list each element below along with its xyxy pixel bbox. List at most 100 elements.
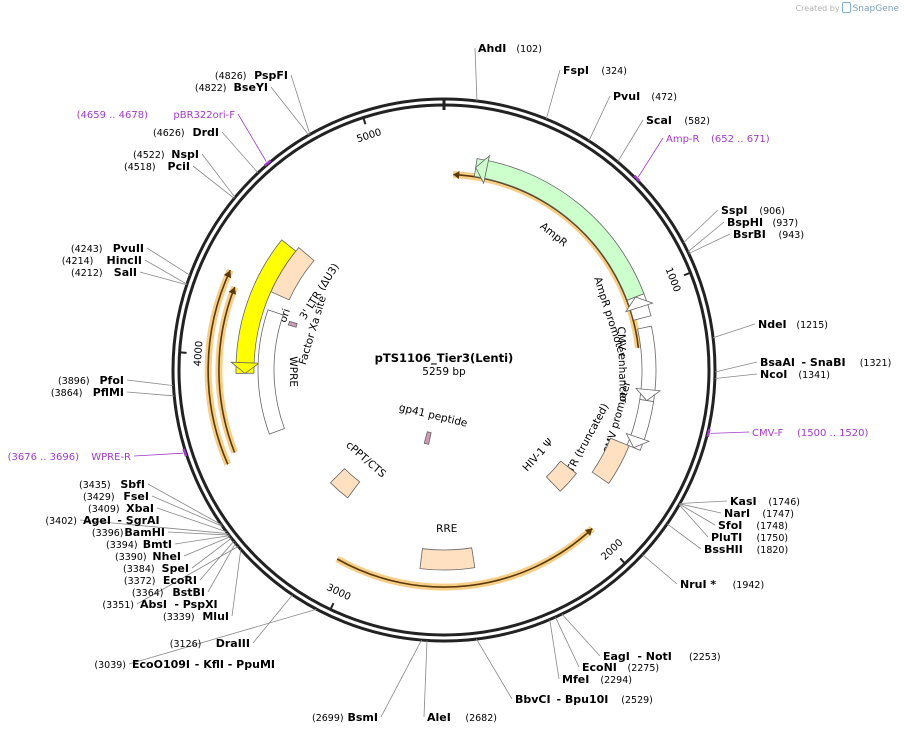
- enzyme-name: BmtI: [143, 538, 172, 551]
- primer-group: Amp-R(652 .. 671)CMV-F(1500 .. 1520)WPRE…: [8, 110, 869, 463]
- enzyme-name: EcoO109I: [132, 658, 190, 671]
- enzyme-position: (937): [773, 218, 799, 229]
- enzyme-position: (1820): [757, 545, 789, 556]
- tick-label: 1000: [663, 266, 683, 294]
- orf-arrowhead: [228, 287, 237, 295]
- orf-arrowhead: [584, 528, 593, 536]
- feature-ltr5: [591, 437, 630, 485]
- feature-label: RRE: [436, 523, 457, 535]
- enzyme-leader: [617, 119, 644, 163]
- enzyme-name: SfoI: [718, 519, 742, 532]
- enzyme-suffix: - SnaBI: [802, 356, 846, 369]
- feature-arrowhead: [475, 154, 491, 185]
- enzyme-position: (906): [759, 206, 785, 217]
- enzyme-name: EagI: [603, 650, 630, 663]
- enzyme-leader: [588, 95, 611, 142]
- enzyme-position: (4626): [153, 128, 185, 139]
- enzyme-position: (1321): [860, 358, 892, 369]
- feature-label: gp41 peptide: [398, 402, 469, 430]
- enzyme-name: PvuI: [613, 90, 640, 103]
- feature-label: HIV-1 Ψ: [520, 436, 555, 473]
- enzyme-leader: [679, 500, 728, 504]
- enzyme-position: (1215): [796, 320, 828, 331]
- enzyme-leader: [687, 221, 725, 253]
- enzyme-leader: [126, 391, 175, 397]
- enzyme-position: (102): [516, 44, 542, 55]
- enzyme-position: (324): [601, 66, 627, 77]
- enzyme-leader: [712, 323, 756, 339]
- enzyme-position: (2529): [621, 695, 653, 706]
- enzyme-leader: [156, 507, 227, 533]
- enzyme-position: (4214): [62, 256, 94, 267]
- enzyme-name: BsrBI: [733, 228, 766, 241]
- enzyme-position: (2699): [312, 713, 344, 724]
- primer-mark: [706, 428, 711, 437]
- enzyme-position: (3396): [92, 528, 124, 539]
- enzyme-leader: [146, 247, 191, 276]
- enzyme-leader: [183, 536, 231, 557]
- enzyme-position: (3864): [51, 388, 83, 399]
- enzyme-leader: [290, 74, 311, 135]
- enzyme-leader: [174, 535, 230, 545]
- primer-mark: [182, 448, 188, 457]
- tick-mark: [329, 602, 335, 611]
- enzyme-name: FseI: [123, 490, 149, 503]
- enzyme-leader: [252, 594, 293, 644]
- enzyme-leader: [683, 209, 719, 244]
- enzyme-name: NheI: [152, 550, 181, 563]
- enzyme-suffix: - Bpu10I: [557, 693, 609, 706]
- enzyme-leader: [688, 233, 731, 254]
- feature-label: CMV enhancer: [615, 326, 629, 403]
- enzyme-name: NcoI: [760, 368, 787, 381]
- enzyme-position: (4522): [133, 150, 165, 161]
- enzyme-leader: [128, 608, 317, 665]
- enzyme-name: BsaAI: [760, 356, 795, 369]
- enzyme-name: PspFI: [254, 69, 288, 82]
- feature-gp41: [423, 431, 432, 445]
- enzyme-leader: [555, 616, 580, 668]
- enzyme-suffix: - KflI - PpuMI: [195, 658, 275, 671]
- plasmid-name: pTS1106_Tier3(Lenti): [375, 351, 514, 366]
- enzyme-position: (3372): [124, 576, 156, 587]
- feature-ampr: [473, 158, 645, 301]
- enzyme-name: SspI: [721, 204, 747, 217]
- primer-leader: [638, 137, 664, 178]
- feature-arrowhead: [635, 387, 662, 402]
- enzyme-name: DrdI: [192, 126, 219, 139]
- enzyme-name: AgeI: [83, 514, 111, 527]
- enzyme-name: XbaI: [126, 502, 154, 515]
- enzyme-leader: [714, 361, 758, 373]
- enzyme-leader: [221, 131, 259, 174]
- enzyme-name: PluTI: [711, 531, 742, 544]
- enzyme-leader: [476, 638, 513, 700]
- enzyme-name: AleI: [427, 711, 451, 724]
- enzyme-leader: [561, 613, 601, 657]
- tick-mark: [619, 557, 627, 565]
- enzyme-position: (4243): [71, 244, 103, 255]
- enzyme-position: (4826): [215, 71, 247, 82]
- enzyme-leader: [270, 86, 310, 136]
- feature-label: WPRE: [287, 356, 299, 387]
- enzyme-name: SbfI: [120, 478, 145, 491]
- enzyme-name: MluI: [202, 610, 229, 623]
- watermark-prefix: Created by: [795, 4, 840, 13]
- enzyme-name: BbvCI: [515, 693, 551, 706]
- primer-position: (4659 .. 4678): [77, 110, 149, 121]
- feature-arrowhead: [624, 296, 654, 313]
- enzyme-leader: [167, 531, 230, 536]
- orf-line: [218, 286, 236, 453]
- enzyme-position: (3339): [163, 612, 195, 623]
- enzyme-leader: [199, 540, 235, 581]
- enzyme-position: (472): [651, 92, 677, 103]
- enzyme-name: MfeI: [562, 673, 589, 686]
- enzyme-name: DraIII: [216, 637, 250, 650]
- enzyme-position: (2275): [628, 663, 660, 674]
- enzyme-leader: [201, 153, 236, 198]
- enzyme-leader: [474, 47, 478, 102]
- enzyme-leader: [678, 504, 709, 538]
- enzyme-name: BamHI: [124, 526, 165, 539]
- tick-mark: [178, 351, 187, 354]
- enzyme-name: ScaI: [646, 114, 672, 127]
- enzyme-name: SalI: [114, 266, 137, 279]
